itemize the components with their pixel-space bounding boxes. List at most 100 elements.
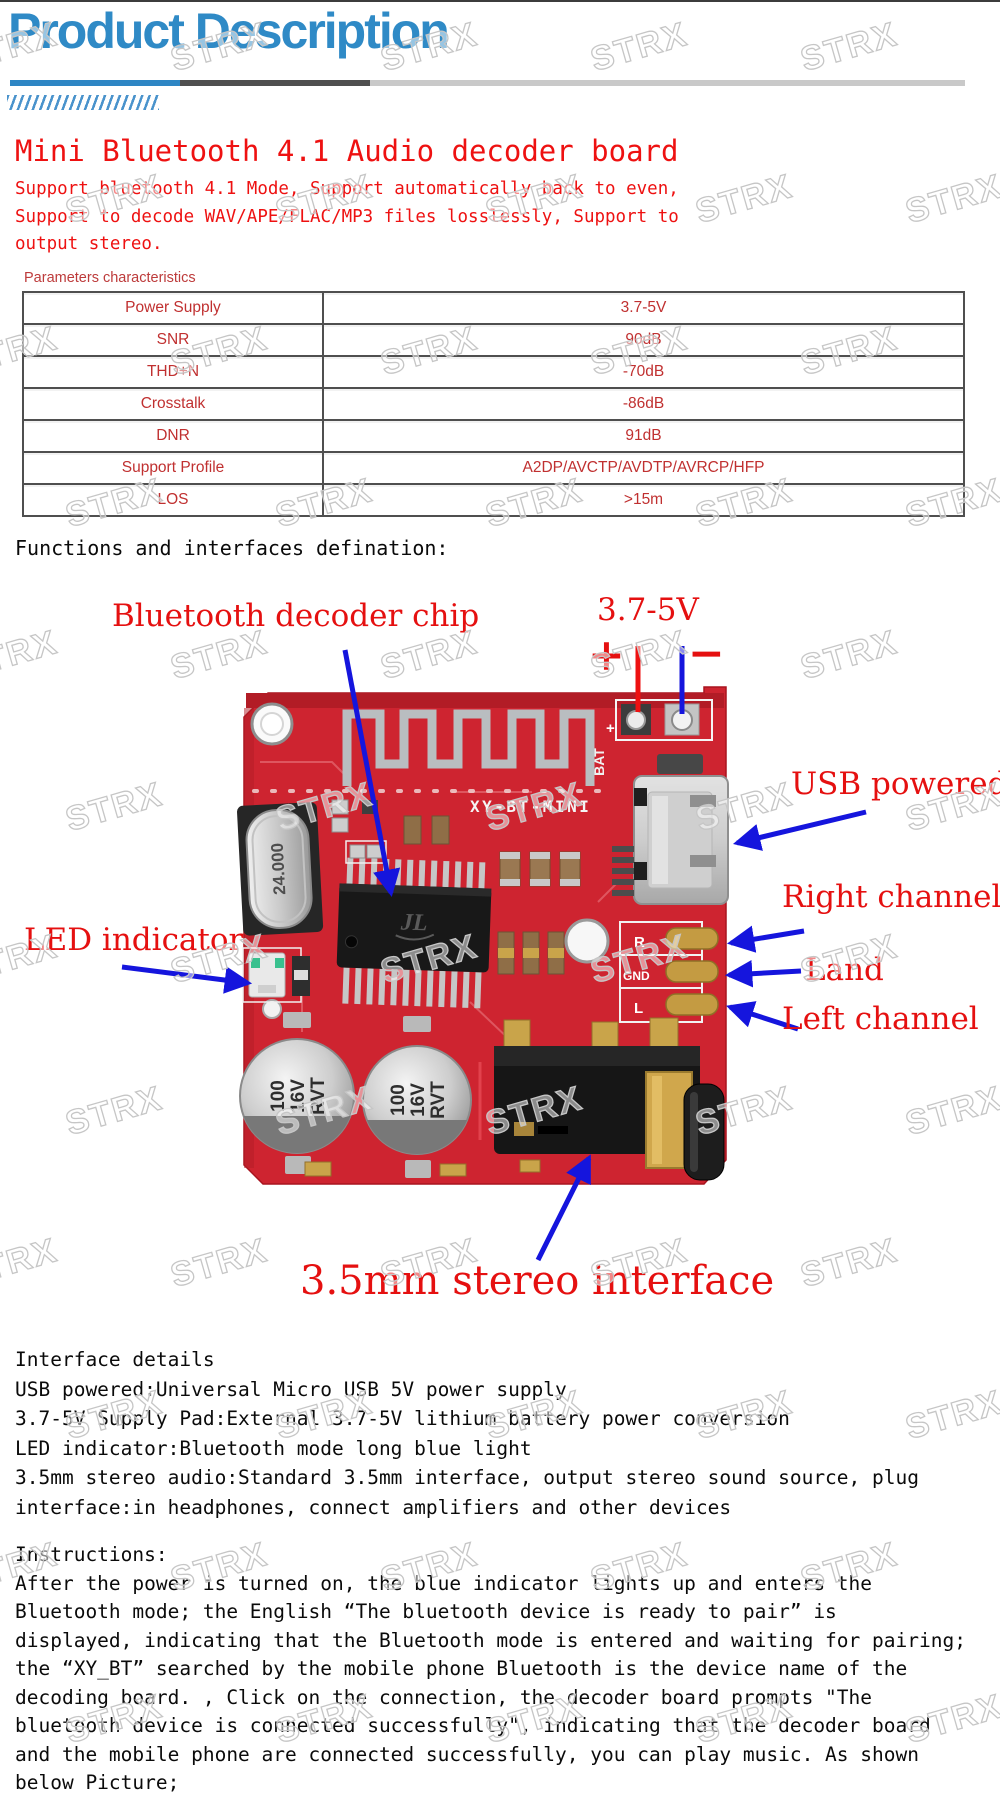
underline-blue-segment: [10, 80, 180, 86]
board-edge-shade: [244, 708, 254, 1168]
usb-pins: [612, 846, 634, 896]
led-component: [242, 947, 310, 1003]
mounting-hole-inner: [260, 712, 284, 736]
arrow-land: [724, 959, 802, 988]
plus-sign: +: [588, 630, 625, 681]
mounting-hole: [564, 918, 610, 964]
supply-pads: + BAT: [591, 699, 713, 776]
pad-label-gnd: GND: [623, 969, 650, 983]
underline-light-segment: [370, 80, 965, 86]
capacitor-marking: 16V: [408, 1083, 429, 1117]
param-name-cell: Power Supply: [22, 291, 324, 325]
interface-details-line: interface:in headphones, connect amplifi…: [15, 1495, 732, 1519]
arrow-jack: [535, 1154, 592, 1262]
param-value-cell: >15m: [322, 483, 965, 517]
instructions-heading: Instructions:: [15, 1543, 168, 1566]
label-supply-voltage: 3.7-5V: [597, 592, 699, 628]
via-hole: [262, 999, 282, 1019]
pad-label-r: R: [634, 934, 645, 951]
instructions-line: After the power is turned on, the blue i…: [15, 1571, 873, 1595]
arrow-left-channel: [726, 1001, 799, 1032]
arrow-led: [121, 964, 253, 994]
arrow-usb: [732, 809, 867, 851]
capacitor-marking: 100: [388, 1084, 409, 1116]
capacitor-marking: RVT: [308, 1077, 329, 1115]
stereo-jack: [494, 1017, 725, 1181]
board-edge-shade: [246, 693, 724, 708]
product-description: Support bluetooth 4.1 Mode, Support auto…: [15, 176, 679, 259]
label-left-channel: Left channel: [782, 1001, 979, 1037]
parameters-caption: Parameters characteristics: [24, 270, 196, 286]
functions-heading: Functions and interfaces defination:: [15, 536, 449, 560]
param-value-cell: -86dB: [322, 387, 965, 421]
param-name-cell: LOS: [22, 483, 324, 517]
bluetooth-antenna: [342, 709, 595, 786]
label-bluetooth-decoder-chip: Bluetooth decoder chip: [112, 598, 480, 634]
edge-pads: [304, 1159, 541, 1177]
capacitor-marking: RVT: [428, 1081, 449, 1119]
param-row: THD+N-70dB: [22, 355, 965, 389]
crystal-marking: 24.000: [268, 843, 290, 896]
instructions-line: displayed, indicating that the Bluetooth…: [15, 1628, 966, 1652]
interface-details-line: LED indicator:Bluetooth mode long blue l…: [15, 1436, 532, 1460]
instructions-section: Instructions: After the power is turned …: [15, 1541, 966, 1798]
param-name-cell: SNR: [22, 323, 324, 357]
arrow-chip: [342, 649, 401, 898]
interface-details-line: 3.7-5V Supply Pad:External 3.7-5V lithiu…: [15, 1407, 790, 1431]
underline-dark-segment: [180, 80, 370, 86]
decoder-chip: JL: [336, 857, 492, 1009]
capacitor: 100 16V RVT: [239, 1012, 355, 1174]
param-value-cell: A2DP/AVCTP/AVDTP/AVRCP/HFP: [322, 451, 965, 485]
page-title: Product Description: [8, 3, 450, 59]
param-name-cell: DNR: [22, 419, 324, 453]
capacitor-marking: 16V: [288, 1079, 309, 1113]
param-value-cell: 3.7-5V: [322, 291, 965, 325]
pad-label-l: L: [634, 1000, 643, 1017]
product-title: Mini Bluetooth 4.1 Audio decoder board: [15, 134, 679, 168]
param-value-cell: -70dB: [322, 355, 965, 389]
plus-pad-silkscreen: +: [606, 720, 615, 737]
arrow-right-channel: [726, 925, 805, 953]
instructions-line: the “XY_BT” searched by the mobile phone…: [15, 1657, 908, 1680]
interface-details-line: 3.5mm stereo audio:Standard 3.5mm interf…: [15, 1466, 919, 1490]
instructions-line: below Picture;: [15, 1771, 180, 1794]
annotation-arrows: [121, 649, 867, 1262]
param-row: Crosstalk-86dB: [22, 387, 965, 421]
instructions-line: and the mobile phone are connected succe…: [15, 1742, 919, 1766]
label-usb-powered: USB powered: [791, 766, 1000, 802]
instructions-line: Bluetooth mode; the English “The bluetoo…: [15, 1600, 837, 1623]
param-name-cell: THD+N: [22, 355, 324, 389]
top-divider: [0, 0, 1000, 2]
crystal-oscillator: 24.000: [237, 802, 324, 936]
param-value-cell: 91dB: [322, 419, 965, 453]
micro-usb-port: [612, 754, 729, 905]
pcb-board: XY-BT-MINI + BAT: [237, 686, 729, 1185]
minus-sign: −: [688, 628, 725, 679]
title-underline: [0, 80, 1000, 86]
interface-details-section: Interface details USB powered:Universal …: [15, 1345, 919, 1523]
product-description-line: output stereo.: [15, 234, 163, 254]
interface-details-heading: Interface details: [15, 1348, 215, 1371]
audio-pads: R GND L: [619, 921, 719, 1023]
bat-silkscreen: BAT: [591, 748, 607, 776]
param-name-cell: Crosstalk: [22, 387, 324, 421]
instructions-line: bluetooth device is connected successful…: [15, 1714, 931, 1737]
label-led-indicator: LED indicator: [24, 922, 244, 958]
capacitor-marking: 100: [268, 1080, 289, 1112]
instructions-line: decoding board. , Click on the connectio…: [15, 1685, 873, 1709]
hatch-marks: [7, 95, 159, 110]
label-right-channel: Right channel: [782, 879, 1000, 915]
param-value-cell: 90dB: [322, 323, 965, 357]
product-description-line: Support bluetooth 4.1 Mode, Support auto…: [15, 179, 679, 199]
product-description-line: Support to decode WAV/APE/FLAC/MP3 files…: [15, 206, 679, 227]
chip-logo: JL: [399, 909, 428, 936]
interface-details-line: USB powered:Universal Micro USB 5V power…: [15, 1377, 567, 1401]
label-land: Land: [805, 952, 884, 988]
